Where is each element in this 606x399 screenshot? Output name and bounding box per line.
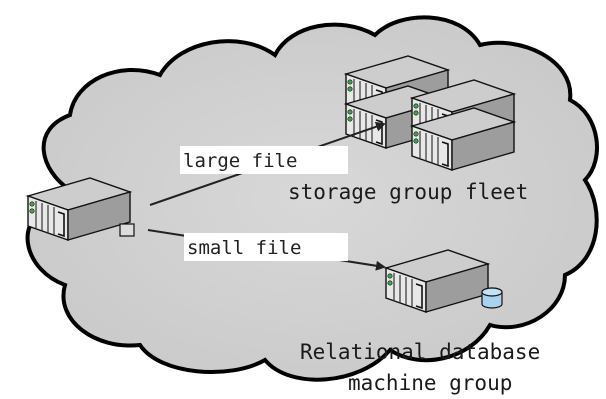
storage-group-label: storage group fleet — [288, 180, 528, 204]
large-file-label: large file — [183, 150, 297, 172]
small-file-label: small file — [187, 237, 301, 259]
database-server-icon — [385, 249, 503, 313]
client-server-icon — [27, 177, 135, 241]
database-label-line1: Relational database — [300, 340, 540, 364]
large-file-label-bg — [180, 146, 348, 174]
small-file-label-bg — [184, 233, 348, 261]
database-cylinder-icon — [481, 287, 503, 309]
database-label-line2: machine group — [348, 371, 512, 395]
